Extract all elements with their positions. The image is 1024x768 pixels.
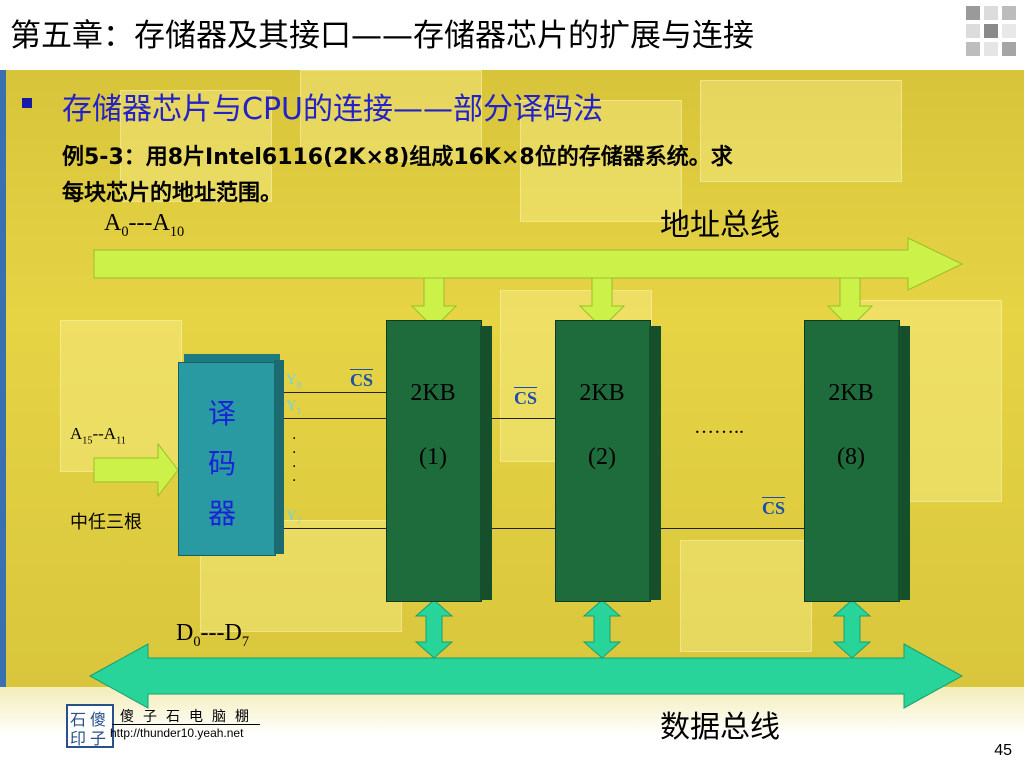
example-text: 例5-3：用8片Intel6116(2K×8)组成16K×8位的存储器系统。求 … [62, 140, 962, 212]
decoder-output-y0: Y0 [286, 372, 302, 390]
address-bus-label: 地址总线 [660, 208, 780, 243]
high-address-label: A15--A11 [70, 424, 126, 447]
cs-label-chip-1: CS [350, 370, 374, 390]
left-accent-strip [0, 70, 6, 687]
example-line-1: 例5-3：用8片Intel6116(2K×8)组成16K×8位的存储器系统。求 [62, 145, 733, 170]
chip-1-index: (1) [419, 444, 447, 470]
cs-label-chip-2: CS [514, 388, 538, 408]
decoder-block: 译 码 器 [178, 354, 284, 556]
address-to-chip-1-arrow [410, 277, 458, 329]
decoder-output-y1: Y1 [286, 398, 302, 416]
high-address-arrow [93, 442, 179, 498]
footer-divider [112, 724, 260, 725]
y7-line [284, 528, 804, 529]
chip-8-size: 2KB [828, 380, 874, 406]
decoder-output-dots: · · · · [292, 431, 297, 489]
data-range-label: D0---D7 [176, 620, 250, 650]
data-bus-label: 数据总线 [660, 710, 780, 745]
address-bus-arrow [93, 237, 964, 291]
chip-ellipsis: …….. [694, 416, 744, 438]
data-bus-arrow [88, 643, 964, 709]
chip-1-data-arrow [414, 599, 454, 659]
y0-line [284, 392, 386, 393]
decoder-output-y7: Y7 [286, 508, 302, 526]
grid-logo-icon [966, 6, 1016, 56]
decoder-char-1: 译 [208, 397, 237, 430]
cs-label-chip-8: CS [762, 498, 786, 518]
decoder-char-2: 码 [208, 447, 237, 480]
footer-url: http://thunder10.yeah.net [110, 726, 244, 740]
decoder-char-3: 器 [208, 497, 237, 530]
chip-2-index: (2) [588, 444, 616, 470]
bullet-square-icon [22, 98, 32, 108]
chip-8-index: (8) [837, 444, 865, 470]
chip-8-data-arrow [832, 599, 872, 659]
slide-footer [0, 687, 1024, 768]
chip-1-size: 2KB [410, 380, 456, 406]
chip-2-size: 2KB [579, 380, 625, 406]
slide-header: 第五章：存储器及其接口——存储器芯片的扩展与连接 [0, 0, 1024, 70]
high-address-note: 中任三根 [70, 512, 142, 533]
address-to-chip-8-arrow [826, 277, 874, 329]
slide-subtitle: 存储器芯片与CPU的连接——部分译码法 [62, 92, 603, 127]
example-line-2: 每块芯片的地址范围。 [62, 181, 283, 206]
footer-logo-name: 傻子石电脑棚 [120, 709, 258, 725]
chip-2-data-arrow [582, 599, 622, 659]
shazi-logo-icon: 石 傻 印 子 [66, 704, 114, 748]
page-number: 45 [994, 742, 1012, 759]
address-to-chip-2-arrow [578, 277, 626, 329]
slide-title: 第五章：存储器及其接口——存储器芯片的扩展与连接 [10, 18, 754, 54]
address-range-label: A0---A10 [104, 210, 185, 240]
